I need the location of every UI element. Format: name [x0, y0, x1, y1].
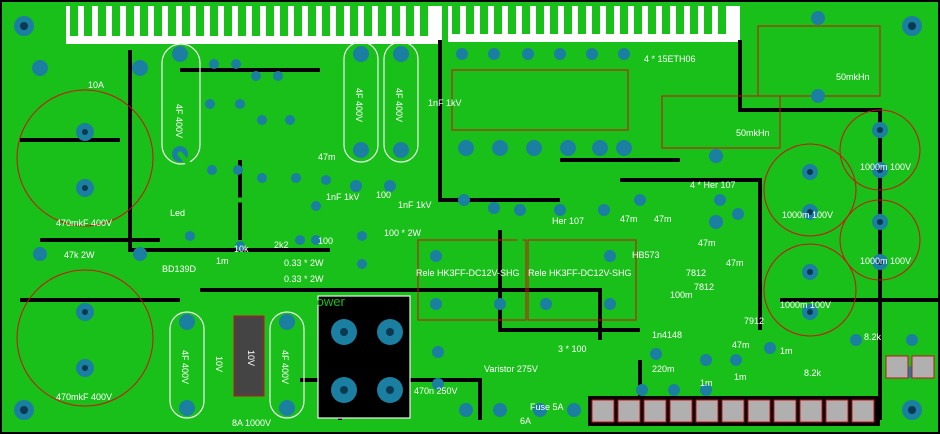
label-1m: 1m	[216, 256, 229, 266]
label-47m-b: 47m	[620, 214, 638, 224]
mosfet-box	[451, 69, 629, 131]
silkscreen: 10A 470mkF 400V 470mkF 400V 47k 2W Led B…	[56, 54, 911, 428]
label-1nf-c: 1nF 1kV	[428, 98, 462, 108]
label-8k2-b: 8.2k	[804, 368, 822, 378]
label-10k: 10k	[234, 244, 249, 254]
relay-2-outline	[527, 239, 637, 321]
label-fuse-top: 10A	[88, 80, 104, 90]
traces	[177, 151, 723, 383]
label-cap-main-top: 470mkF 400V	[56, 218, 112, 228]
label-100: 100	[376, 190, 391, 200]
capacitors-large	[16, 89, 921, 407]
label-1m-a: 1m	[700, 378, 713, 388]
label-3x100: 3 * 100	[558, 344, 587, 354]
label-1nf-a: 1nF 1kV	[326, 192, 360, 202]
label-cap400-e: 4F 400V	[280, 350, 290, 384]
inductor-box-2	[661, 95, 781, 149]
label-c033b: 0.33 * 2W	[284, 274, 324, 284]
label-ic: HB573	[632, 250, 660, 260]
label-cap400-a: 4F 400V	[174, 104, 184, 138]
label-47m-d: 47m	[698, 238, 716, 248]
label-cap400-c: 4F 400V	[394, 88, 404, 122]
label-ind50-b: 50mkHn	[736, 128, 770, 138]
label-47m-c: 47m	[654, 214, 672, 224]
terminal-blocks	[588, 355, 935, 426]
film-capacitors	[161, 41, 419, 419]
label-her-b: Her 107	[552, 216, 584, 226]
label-r100-small: 100	[318, 236, 333, 246]
label-10v-c: 10V	[246, 350, 256, 366]
label-cap1000-b: 1000m 100V	[782, 210, 833, 220]
label-cap400-b: 4F 400V	[354, 88, 364, 122]
label-cap1000-a: 1000m 100V	[860, 162, 911, 172]
label-10v-r: 10V	[214, 356, 224, 372]
label-relay2: Rele HK3FF-DC12V-SHG	[528, 268, 632, 278]
label-power: Power	[308, 294, 346, 309]
label-100x2: 100 * 2W	[384, 228, 422, 238]
bridge-rectifier	[233, 315, 265, 397]
pads	[14, 11, 922, 420]
label-47m-f: 47m	[732, 340, 750, 350]
label-1nf-b: 1nF 1kV	[398, 200, 432, 210]
label-cap1000-c: 1000m 100V	[860, 256, 911, 266]
label-8k2-a: 8.2k	[864, 332, 882, 342]
label-varistor: Varistor 275V	[484, 364, 538, 374]
label-c033a: 0.33 * 2W	[284, 258, 324, 268]
label-bd: BD139D	[162, 264, 197, 274]
label-470n: 470n 250V	[414, 386, 458, 396]
label-relay1: Rele HK3FF-DC12V-SHG	[416, 268, 520, 278]
label-mosfets: 4 * 15ETH06	[644, 54, 696, 64]
label-6a: 6A	[520, 416, 531, 426]
relay-1-outline	[417, 239, 527, 321]
label-fuse5a: Fuse 5A	[530, 402, 564, 412]
label-7812b: 7812	[694, 282, 714, 292]
label-cap-main-bottom: 470mkF 400V	[56, 392, 112, 402]
label-1m-b: 1m	[734, 372, 747, 382]
label-220m: 220m	[652, 364, 675, 374]
label-100m: 100m	[670, 290, 693, 300]
label-cap1000-d: 1000m 100V	[780, 300, 831, 310]
label-2k2: 2k2	[274, 240, 289, 250]
label-res-47k: 47k 2W	[64, 250, 95, 260]
label-8a: 8A 1000V	[232, 418, 271, 428]
label-7912: 7912	[744, 316, 764, 326]
label-diode: 1n4148	[652, 330, 682, 340]
label-led: Led	[170, 208, 185, 218]
label-her-a: 4 * Her 107	[690, 180, 736, 190]
label-47m-e: 47m	[726, 258, 744, 268]
label-1m-c: 1m	[780, 346, 793, 356]
label-cap400-d: 4F 400V	[180, 350, 190, 384]
label-7812a: 7812	[686, 268, 706, 278]
label-47m: 47m	[318, 152, 336, 162]
heatsink-comb	[66, 6, 740, 44]
label-ind50-a: 50mkHn	[836, 72, 870, 82]
